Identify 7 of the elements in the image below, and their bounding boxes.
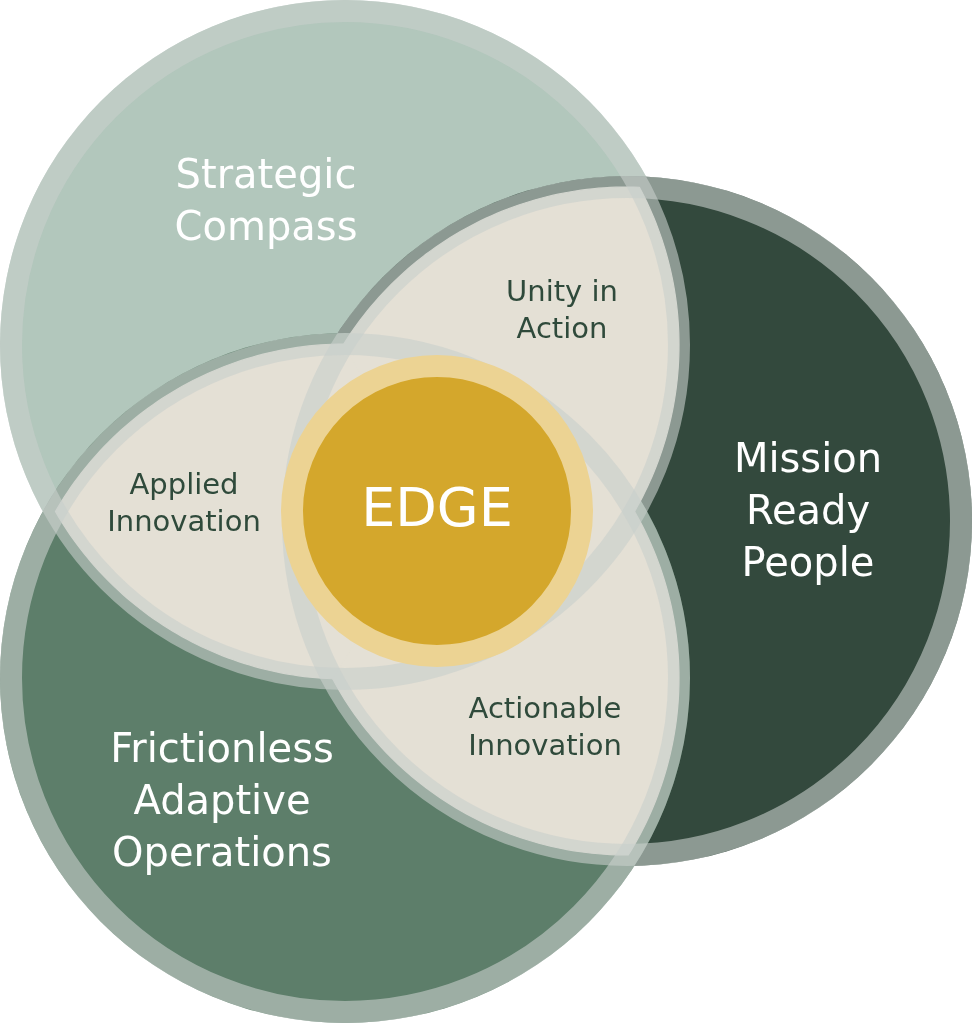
overlap-region	[54, 343, 364, 680]
set-title: Frictionless Adaptive Operations	[109, 724, 335, 877]
set-title: Strategic Compass	[173, 150, 359, 251]
overlap-title: Applied Innovation	[106, 466, 262, 540]
overlap-title: Actionable Innovation	[467, 690, 623, 764]
overlap-title: Unity in Action	[505, 273, 619, 347]
set-title: Mission Ready People	[732, 434, 884, 587]
